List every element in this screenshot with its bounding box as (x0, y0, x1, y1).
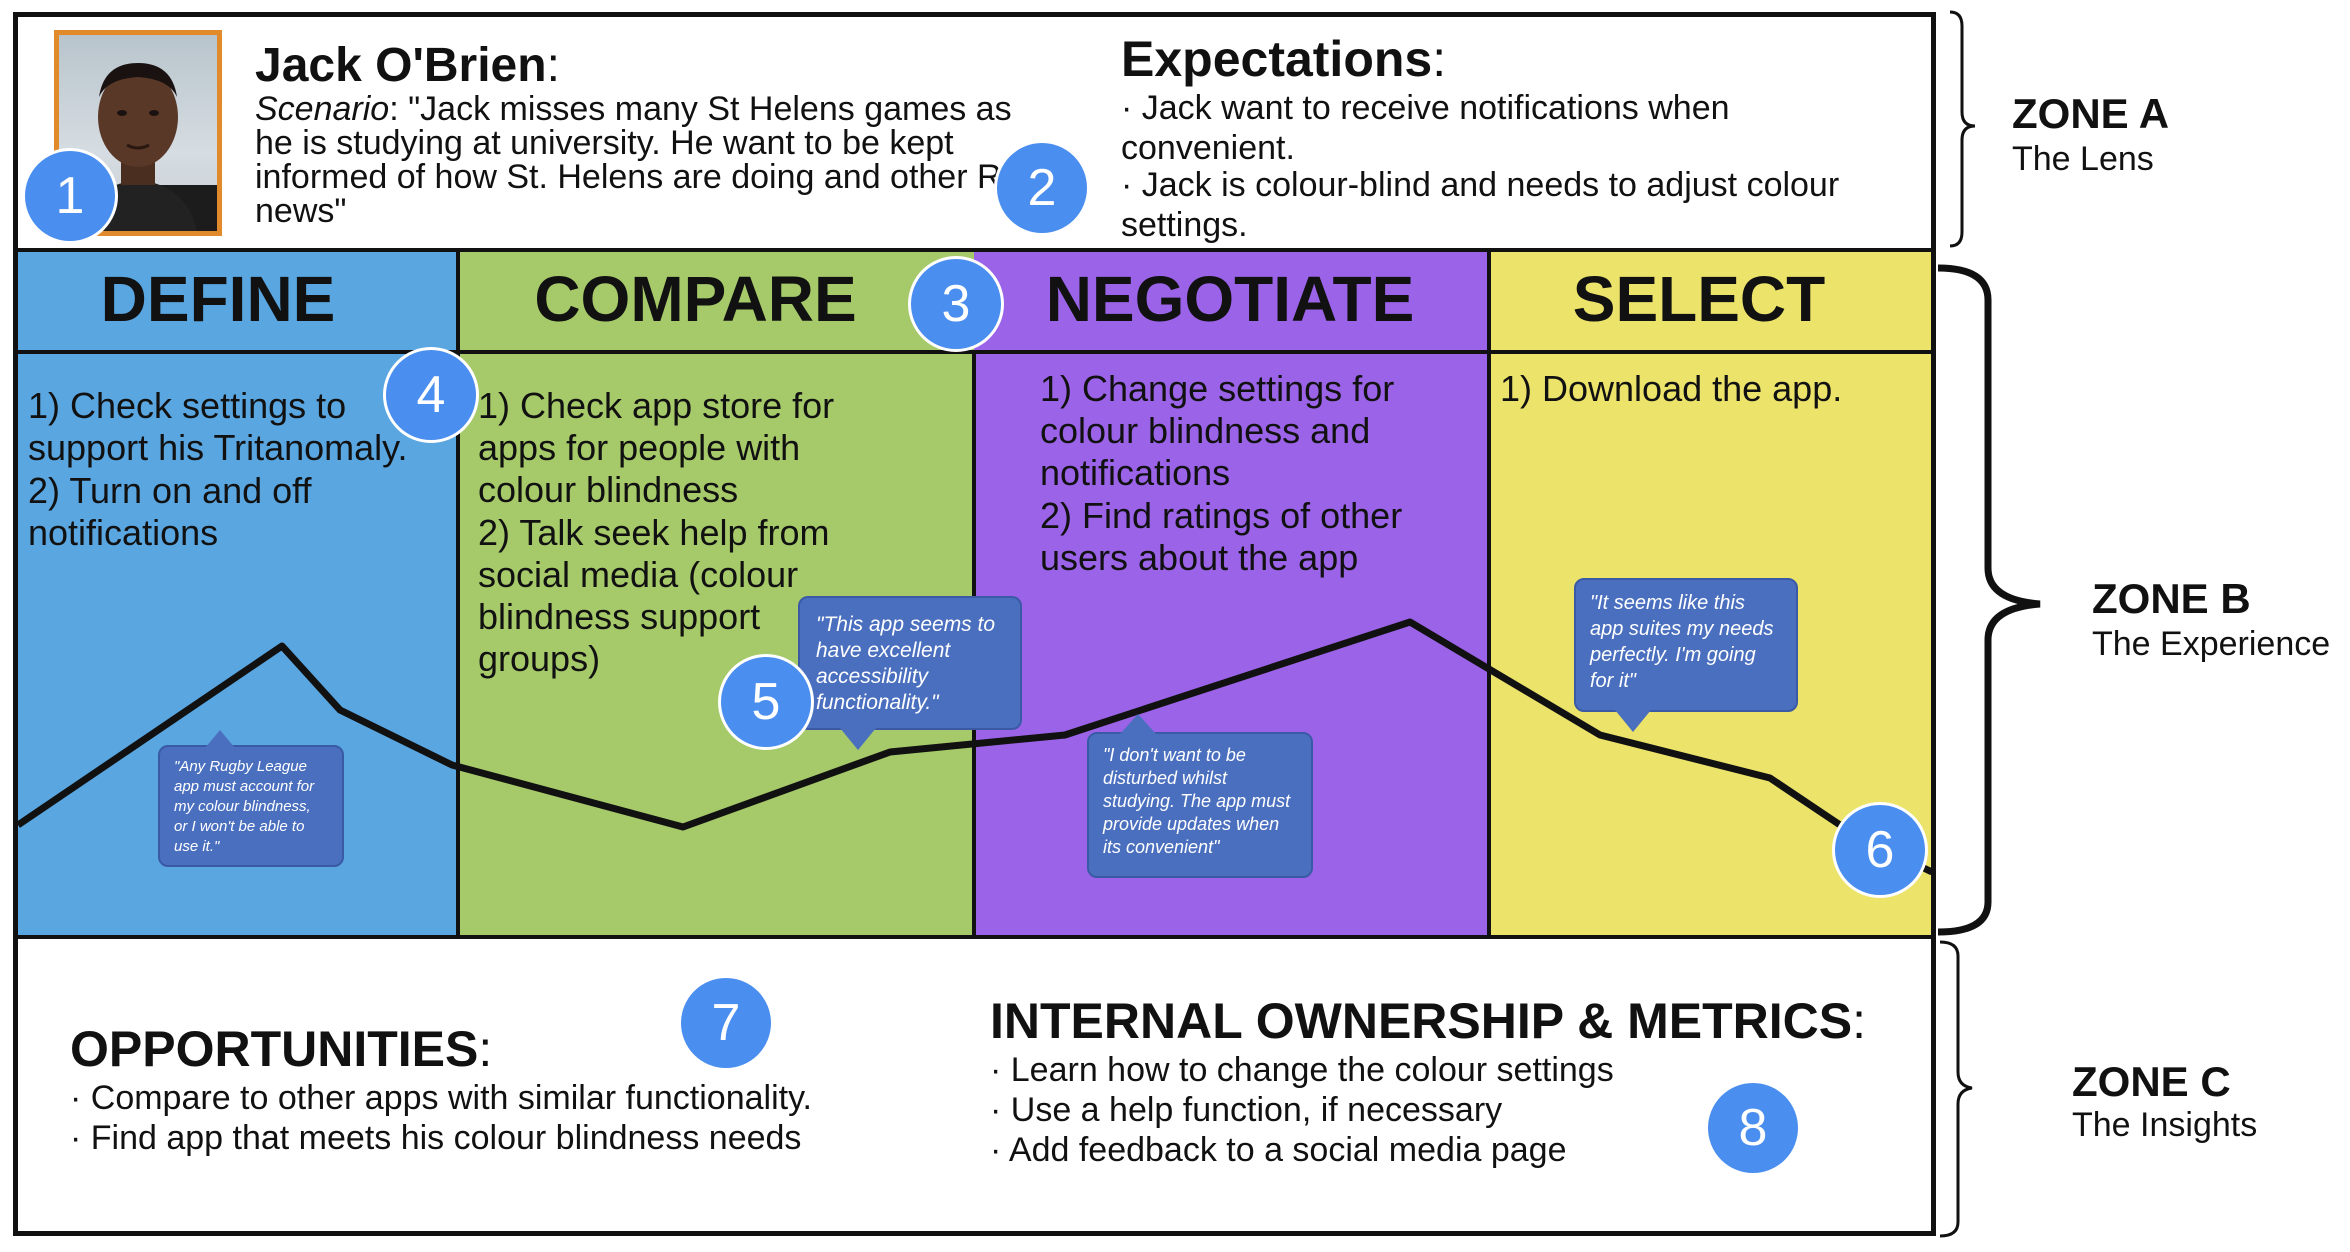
zone-b-label: ZONE B (2092, 575, 2251, 622)
badge-2: 2 (994, 140, 1090, 236)
metrics-title: INTERNAL OWNERSHIP & METRICS (990, 993, 1853, 1049)
expectation-2: · Jack is colour-blind and needs to adju… (1121, 166, 1840, 244)
define-step-1: 1) Check settings to support his Tritano… (28, 385, 408, 468)
quote-bubble-define: "Any Rugby League app must account for m… (158, 745, 344, 867)
quote-bubble-compare: "This app seems to have excellent access… (798, 596, 1022, 730)
persona-name-colon: : (546, 39, 560, 92)
badge-8: 8 (1705, 1080, 1801, 1176)
define-step-2: 2) Turn on and off notifications (28, 470, 312, 553)
zone-a-label: ZONE A (2012, 90, 2170, 137)
badge-1: 1 (22, 148, 118, 244)
badge-7: 7 (678, 975, 774, 1071)
metric-1: · Learn how to change the colour setting… (990, 1051, 1614, 1089)
negotiate-step-1: 1) Change settings for colour blindness … (1040, 368, 1395, 493)
persona-name-text: Jack O'Brien (255, 39, 547, 92)
quote-pointer-negotiate (1120, 714, 1156, 734)
opportunity-2: · Find app that meets his colour blindne… (70, 1119, 802, 1157)
quote-pointer-compare (840, 728, 876, 750)
divider-negotiate-select (1487, 250, 1491, 936)
quote-bubble-negotiate: "I don't want to be disturbed whilst stu… (1087, 732, 1313, 878)
zone-c-sub: The Insights (2072, 1106, 2258, 1144)
divider-define-compare (456, 250, 460, 936)
phase-select-title: SELECT (1572, 263, 1826, 335)
negotiate-step-2: 2) Find ratings of other users about the… (1040, 495, 1403, 578)
badge-6: 6 (1832, 802, 1928, 898)
expectation-1: · Jack want to receive notifications whe… (1121, 89, 1730, 167)
quote-pointer-define (205, 730, 235, 748)
opportunity-1: · Compare to other apps with similar fun… (70, 1079, 813, 1117)
expectations-heading: Expectations: (1121, 30, 1446, 88)
select-step-1: 1) Download the app. (1500, 368, 1843, 409)
phase-negotiate-title: NEGOTIATE (1045, 263, 1415, 335)
phase-compare-title: COMPARE (534, 263, 857, 335)
metric-2: · Use a help function, if necessary (990, 1091, 1503, 1129)
opportunities-colon: : (478, 1021, 493, 1077)
metrics-colon: : (1852, 993, 1866, 1049)
expectations-colon: : (1432, 31, 1447, 87)
compare-step-2: 2) Talk seek help from social media (col… (478, 512, 830, 679)
metric-3: · Add feedback to a social media page (990, 1131, 1567, 1169)
persona-scenario: Scenario: "Jack misses many St Helens ga… (255, 92, 1055, 228)
journey-map-frame (13, 12, 1936, 1236)
divider-zone-a-b (18, 248, 1931, 252)
opportunities-heading: OPPORTUNITIES: (70, 1020, 492, 1078)
quote-bubble-select: "It seems like this app suites my needs … (1574, 578, 1798, 712)
compare-step-1: 1) Check app store for apps for people w… (478, 385, 835, 510)
quote-pointer-select (1615, 710, 1651, 732)
zone-b-sub: The Experience (2092, 625, 2331, 663)
divider-zone-b-c (18, 935, 1931, 939)
badge-5: 5 (718, 654, 814, 750)
scenario-text: : "Jack misses many St Helens games as h… (255, 90, 1020, 230)
zone-c-label: ZONE C (2072, 1058, 2231, 1105)
phase-compare (458, 250, 974, 938)
zone-a-sub: The Lens (2012, 140, 2154, 178)
metrics-heading: INTERNAL OWNERSHIP & METRICS: (990, 992, 1866, 1050)
phase-define-title: DEFINE (100, 263, 336, 335)
badge-3: 3 (908, 256, 1004, 352)
opportunities-title: OPPORTUNITIES (70, 1021, 479, 1077)
persona-name: Jack O'Brien: (255, 38, 560, 93)
expectations-title: Expectations (1121, 31, 1433, 87)
scenario-label: Scenario (255, 90, 390, 128)
badge-4: 4 (383, 347, 479, 443)
